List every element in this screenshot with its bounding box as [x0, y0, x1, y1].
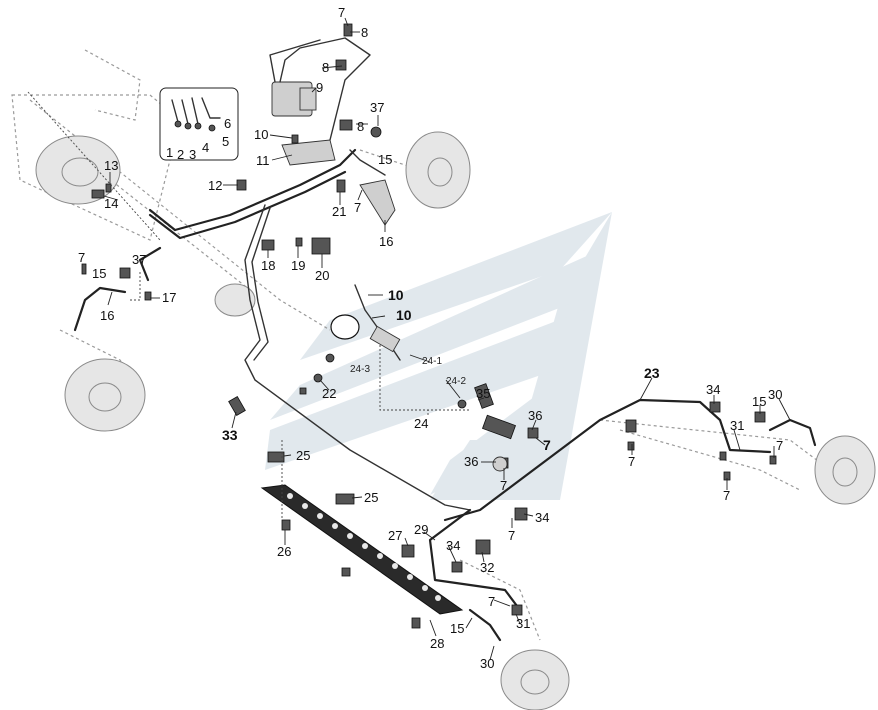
callout-3: 3	[189, 147, 196, 162]
callout-8-top: 8	[361, 25, 368, 40]
leader-lines	[27, 17, 791, 661]
callout-4: 4	[202, 140, 209, 155]
callout-31-bottom: 31	[516, 616, 530, 631]
callout-16-top: 16	[379, 234, 393, 249]
callout-32: 32	[480, 560, 494, 575]
callout-7-h: 7	[488, 594, 495, 609]
callout-20: 20	[315, 268, 329, 283]
callout-36-b: 36	[464, 454, 478, 469]
callout-7-left: 7	[78, 250, 85, 265]
callout-26: 26	[277, 544, 291, 559]
callout-24-3: 24-3	[350, 364, 370, 375]
callout-24-1: 24-1	[422, 356, 442, 367]
callout-10-a: 10	[388, 287, 404, 303]
callout-14: 14	[104, 196, 118, 211]
hardware-parts	[81, 23, 777, 629]
callout-11: 11	[256, 153, 270, 168]
callout-7-g: 7	[508, 528, 515, 543]
callout-22: 22	[322, 386, 336, 401]
watermark-logo	[265, 212, 612, 500]
callout-6: 6	[224, 116, 231, 131]
callout-13: 13	[104, 158, 118, 173]
callout-35: 35	[476, 386, 490, 401]
callout-10-b: 10	[396, 307, 412, 323]
callout-17: 17	[162, 290, 176, 305]
callout-7-d: 7	[628, 454, 635, 469]
abs-module	[269, 37, 371, 141]
callout-27: 27	[388, 528, 402, 543]
callout-15-right: 15	[752, 394, 766, 409]
callout-labels: 1 2 3 4 5 6 7 8 8 9 37 10 8 11 15 13 14 …	[78, 5, 783, 671]
callout-15-left: 15	[92, 266, 106, 281]
front-right-disc	[405, 131, 471, 209]
callout-33: 33	[222, 427, 238, 443]
callout-25-b: 25	[364, 490, 378, 505]
inset-detail-box	[159, 87, 239, 161]
callout-34-right: 34	[706, 382, 720, 397]
callout-28: 28	[430, 636, 444, 651]
callout-5: 5	[222, 134, 229, 149]
brake-pipes	[73, 148, 817, 642]
callout-37-left: 37	[132, 252, 146, 267]
callout-25-a: 25	[296, 448, 310, 463]
callout-29: 29	[414, 522, 428, 537]
callout-30-bottom: 30	[480, 656, 494, 671]
callout-30-right: 30	[768, 387, 782, 402]
callout-21: 21	[332, 204, 346, 219]
callout-31-right: 31	[730, 418, 744, 433]
rear-left-disc	[64, 358, 146, 432]
pipe-guard-plate	[260, 484, 464, 615]
proportioning-valve	[330, 284, 401, 361]
callout-15-top: 15	[378, 152, 392, 167]
callout-12: 12	[208, 178, 222, 193]
callout-24: 24	[414, 416, 428, 431]
callout-10-top: 10	[254, 127, 268, 142]
callout-23: 23	[644, 365, 660, 381]
callout-16-left: 16	[100, 308, 114, 323]
callout-7-c: 7	[776, 438, 783, 453]
callout-7-e: 7	[500, 478, 507, 493]
center-caliper	[214, 283, 256, 317]
callout-15-bottom: 15	[450, 621, 464, 636]
abs-bracket	[281, 139, 336, 166]
front-left-disc	[35, 135, 121, 205]
callout-8-mid: 8	[322, 60, 329, 75]
bottom-disc	[500, 649, 570, 710]
callout-9: 9	[316, 80, 323, 95]
callout-24-2: 24-2	[446, 376, 466, 387]
rear-right-disc	[814, 435, 876, 505]
callout-34-mid: 34	[535, 510, 549, 525]
callout-37-top: 37	[370, 100, 384, 115]
callout-34-bottom: 34	[446, 538, 460, 553]
callout-1: 1	[166, 145, 173, 160]
callout-7-top: 7	[338, 5, 345, 20]
callout-19: 19	[291, 258, 305, 273]
callout-7-f: 7	[723, 488, 730, 503]
callout-2: 2	[177, 147, 184, 162]
callout-18: 18	[261, 258, 275, 273]
callout-36-a: 36	[528, 408, 542, 423]
callout-7-a: 7	[354, 200, 361, 215]
callout-7-b: 7	[543, 437, 551, 453]
callout-8-right: 8	[357, 119, 364, 134]
